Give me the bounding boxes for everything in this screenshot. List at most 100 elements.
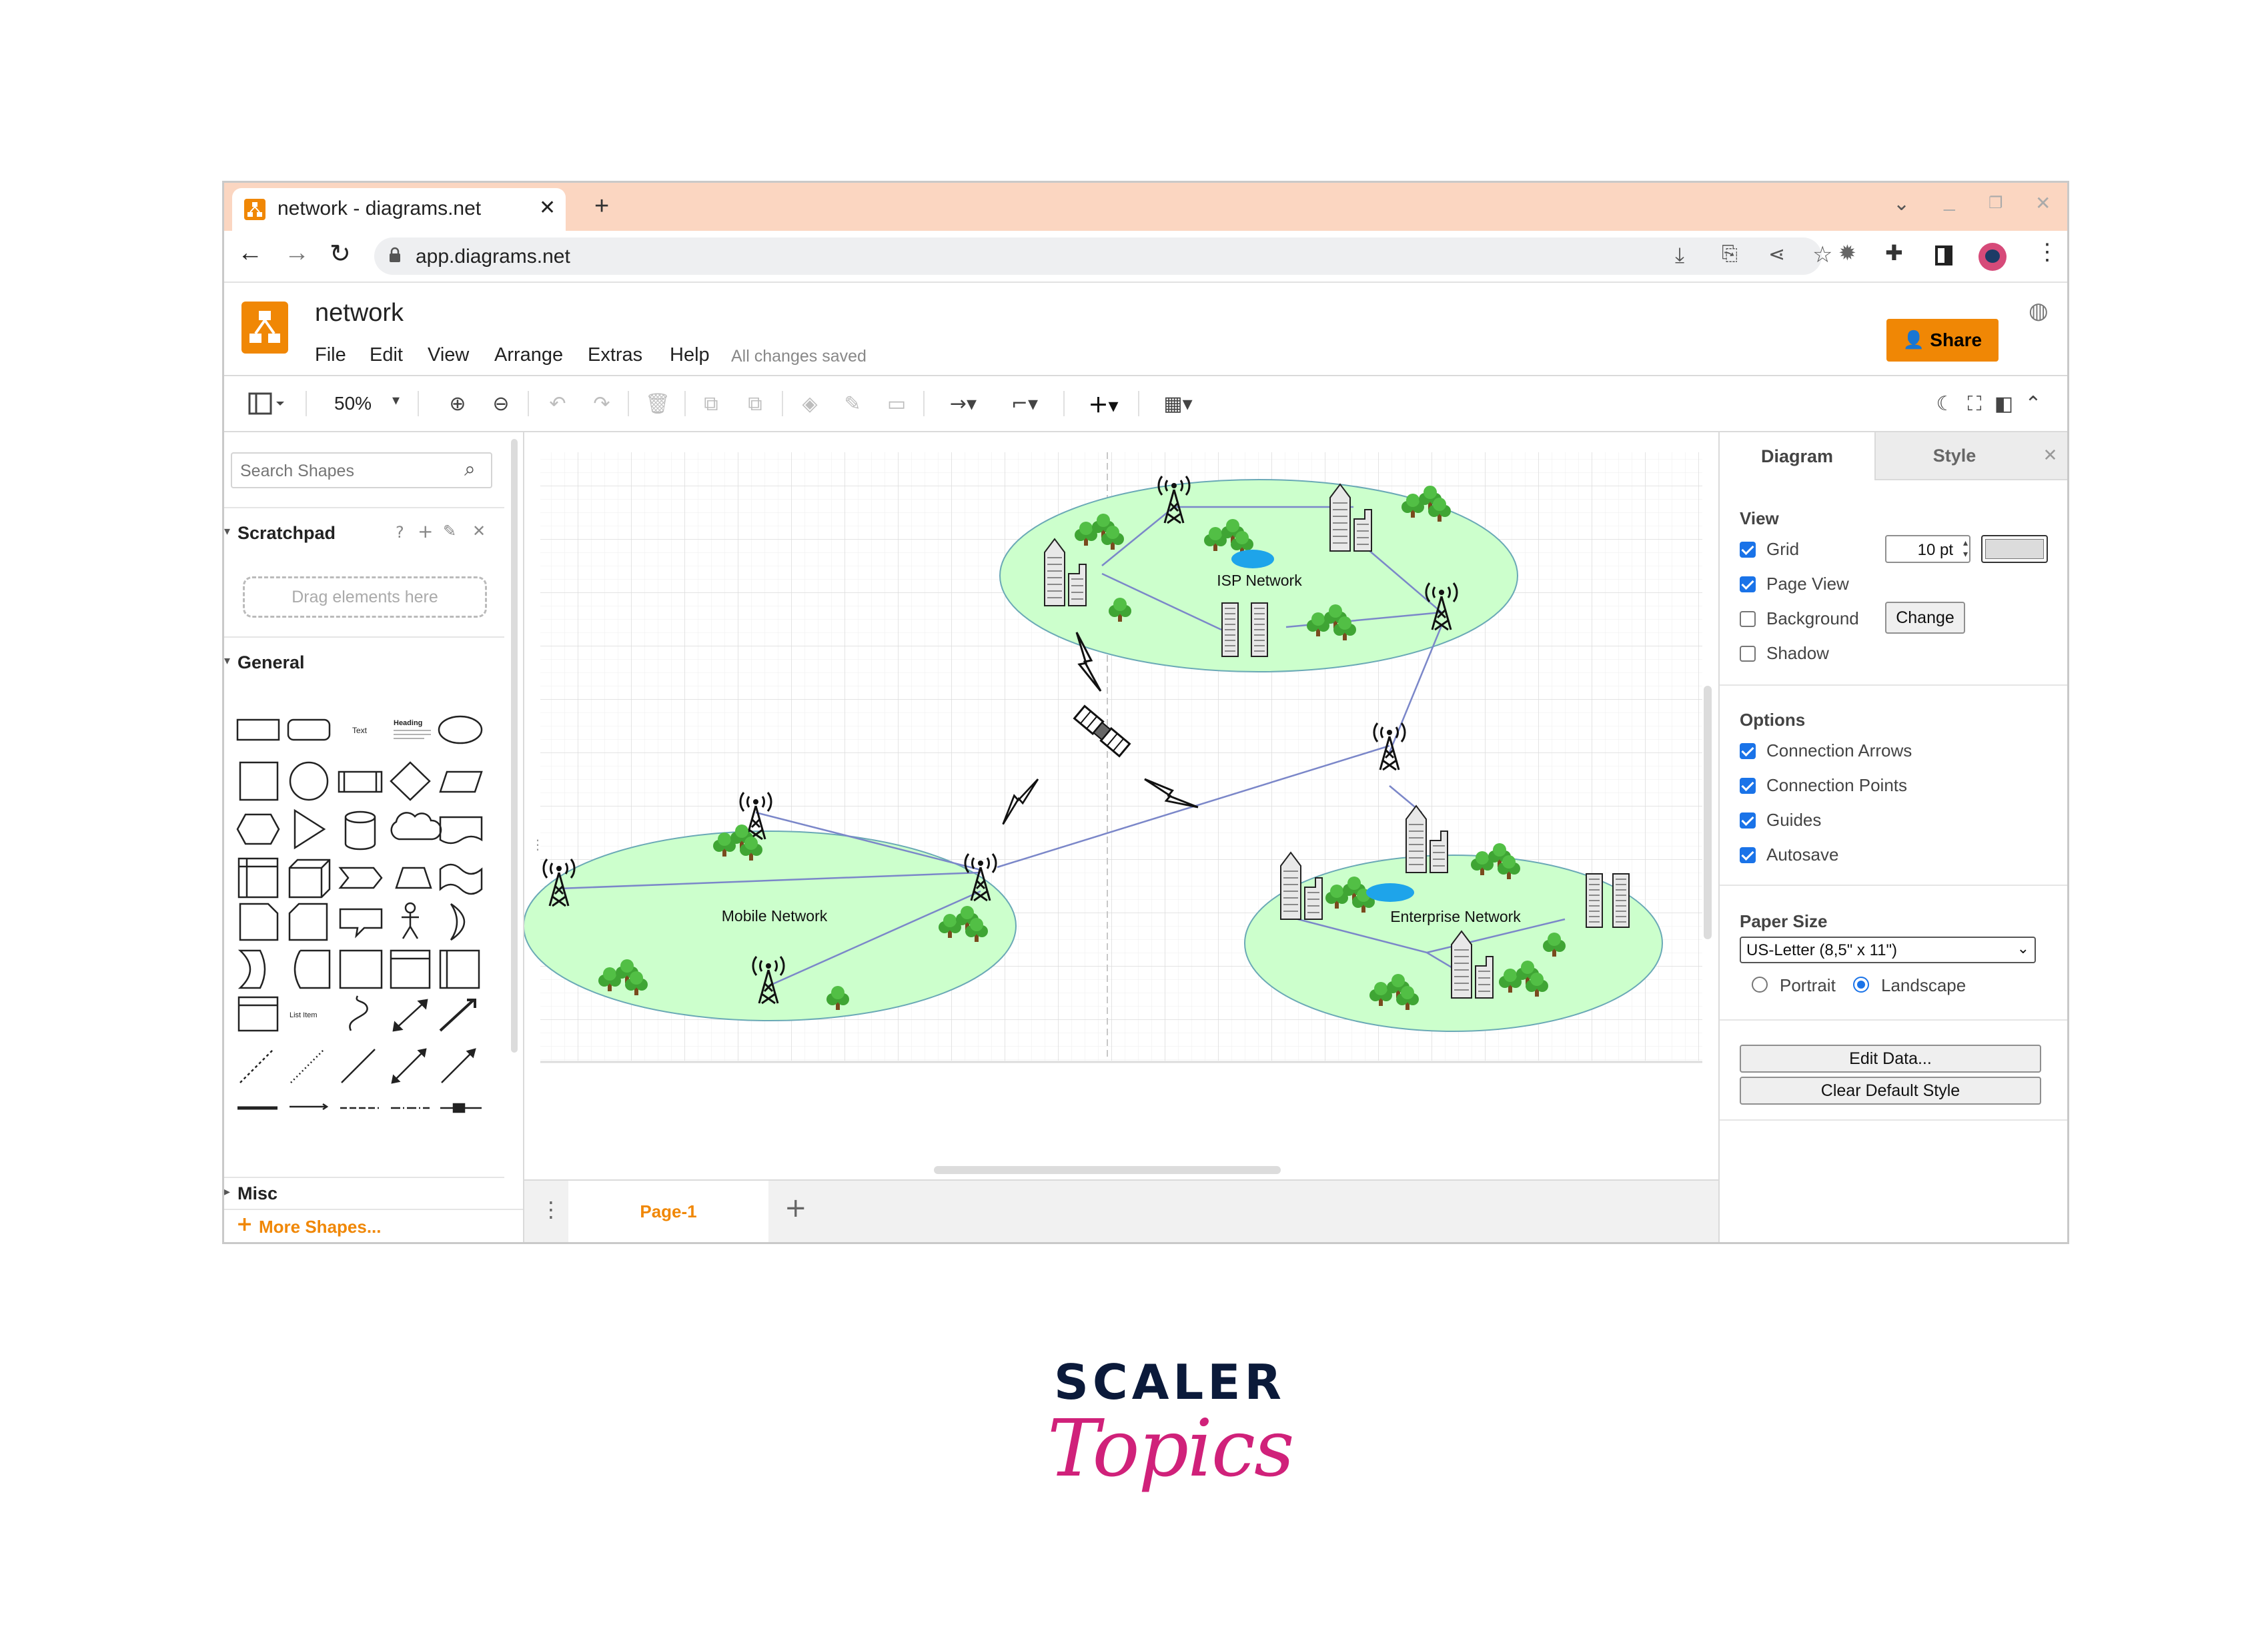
address-bar[interactable]: app.diagrams.net ⤓ ⎘ ⋖ ☆ (374, 237, 1832, 275)
canvas-vertical-scrollbar[interactable] (1704, 686, 1712, 939)
menu-file[interactable]: File (315, 344, 346, 366)
reload-icon[interactable]: ↻ (330, 240, 351, 268)
menu-help[interactable]: Help (670, 344, 710, 366)
paper-size-select[interactable]: US-Letter (8,5" x 11") ⌄ (1740, 937, 2036, 963)
panel-scrollbar[interactable] (511, 439, 518, 1053)
forward-icon[interactable]: → (284, 239, 310, 267)
format-panel-icon[interactable]: ◧ (1994, 392, 2014, 416)
back-icon[interactable]: ← (237, 239, 263, 267)
help-icon[interactable]: ? (396, 523, 404, 542)
grid-checkbox[interactable] (1740, 542, 1756, 558)
menu-extras[interactable]: Extras (588, 344, 643, 366)
grid-color-swatch[interactable] (1981, 535, 2048, 563)
general-shapes-grid[interactable]: Text Heading List Item (233, 702, 500, 1129)
zoom-in-icon[interactable]: ⊕ (449, 392, 466, 416)
insert-icon[interactable]: ＋▾ (1088, 394, 1119, 418)
search-icon[interactable]: ⌕ (464, 458, 476, 481)
stepper-icon[interactable]: ▴▾ (1962, 538, 1968, 560)
canvas-horizontal-scrollbar[interactable] (934, 1166, 1281, 1174)
zoom-level[interactable]: 50% (334, 393, 372, 414)
zoom-out-icon[interactable]: ⊖ (492, 392, 510, 416)
collapse-icon[interactable]: ⌃ (2025, 392, 2042, 416)
document-title[interactable]: network (315, 299, 404, 327)
menu-view[interactable]: View (428, 344, 470, 366)
connection-points-checkbox[interactable] (1740, 778, 1756, 794)
zoom-dropdown-icon[interactable]: ▾ (392, 392, 400, 409)
new-tab-icon[interactable]: + (594, 192, 610, 220)
edit-data-label: Edit Data... (1849, 1049, 1932, 1068)
page-icon[interactable]: ⎘ (1722, 243, 1738, 265)
close-icon[interactable]: ✕ (472, 522, 486, 540)
redo-icon[interactable]: ↷ (593, 392, 610, 416)
connection-icon[interactable]: →▾ (949, 392, 977, 416)
close-tab-icon[interactable]: ✕ (539, 197, 556, 219)
to-front-icon[interactable]: ⧉ (704, 392, 718, 416)
sidepanel-icon[interactable] (1935, 245, 1952, 265)
install-icon[interactable]: ⤓ (1675, 243, 1685, 267)
guides-checkbox[interactable] (1740, 812, 1756, 829)
globe-icon[interactable]: ◍ (2029, 298, 2049, 324)
shadow-icon[interactable]: ▭ (887, 392, 907, 416)
scratchpad-dropzone[interactable]: Drag elements here (243, 576, 487, 618)
change-button[interactable]: Change (1885, 602, 1965, 634)
share-button[interactable]: 👤 Share (1886, 319, 1999, 362)
close-window-icon[interactable]: ✕ (2035, 193, 2051, 213)
tab-search-icon[interactable]: ⌄ (1893, 193, 1910, 215)
more-shapes-link[interactable]: More Shapes... (259, 1217, 382, 1237)
extensions-icon[interactable]: ✚ (1885, 241, 1903, 265)
minimize-icon[interactable]: _ (1944, 189, 1955, 211)
undo-icon[interactable]: ↶ (549, 392, 566, 416)
fill-color-icon[interactable]: ◈ (802, 392, 818, 416)
to-back-icon[interactable]: ⧉ (748, 392, 762, 416)
restore-icon[interactable]: ❐ (1989, 194, 2003, 212)
splitter-handle[interactable]: ⋮ (531, 837, 544, 853)
edit-data-button[interactable]: Edit Data... (1740, 1045, 2041, 1073)
tab-page-1[interactable]: Page-1 (568, 1181, 768, 1242)
add-icon[interactable]: + (418, 520, 434, 542)
portrait-radio[interactable] (1752, 977, 1768, 993)
edit-icon[interactable]: ✎ (443, 522, 457, 540)
format-panel: Diagram Style ✕ View Grid 10 pt ▴▾ Page … (1718, 432, 2067, 1242)
bug-icon[interactable]: ✹ (1838, 241, 1856, 265)
dark-mode-icon[interactable]: ☾ (1936, 392, 1954, 416)
tab-style[interactable]: Style (1874, 432, 2033, 480)
connection-arrows-checkbox[interactable] (1740, 743, 1756, 759)
step-shape (338, 867, 383, 889)
share-icon[interactable]: ⋖ (1768, 243, 1786, 265)
diagram-drawing[interactable]: ISP Network Mobile Network (524, 432, 1718, 1179)
shape-search[interactable]: ⌕ (231, 452, 492, 488)
menu-arrange[interactable]: Arrange (494, 344, 564, 366)
profile-avatar[interactable] (1978, 243, 2007, 271)
lake-icon (1366, 883, 1414, 902)
search-input[interactable] (239, 459, 455, 483)
clear-default-style-button[interactable]: Clear Default Style (1740, 1077, 2041, 1105)
pages-menu-icon[interactable]: ⋮ (540, 1197, 562, 1222)
table-icon[interactable]: ▦▾ (1163, 392, 1193, 416)
format-panel-toggle-icon[interactable] (244, 391, 291, 416)
shadow-checkbox[interactable] (1740, 646, 1756, 662)
browser-tab[interactable]: network - diagrams.net ✕ (232, 188, 566, 231)
building-icon (1586, 873, 1603, 928)
tab-diagram[interactable]: Diagram (1720, 432, 1874, 480)
container-shape (339, 949, 383, 989)
stored-data-shape (294, 949, 331, 989)
add-page-icon[interactable]: + (784, 1193, 807, 1223)
diagram-canvas[interactable]: ISP Network Mobile Network (524, 432, 1718, 1179)
line-color-icon[interactable]: ✎ (844, 392, 861, 416)
scratchpad-title[interactable]: Scratchpad (237, 523, 336, 543)
misc-title[interactable]: Misc (237, 1183, 278, 1203)
close-panel-icon[interactable]: ✕ (2032, 432, 2067, 480)
general-title[interactable]: General (237, 652, 305, 672)
tape-shape (439, 863, 483, 895)
fullscreen-icon[interactable]: ⛶ (1967, 392, 1982, 416)
background-checkbox[interactable] (1740, 611, 1756, 627)
delete-icon[interactable]: 🗑 (644, 392, 671, 416)
landscape-radio[interactable] (1853, 977, 1869, 993)
waypoints-icon[interactable]: ⌐▾ (1011, 392, 1039, 416)
menu-edit[interactable]: Edit (370, 344, 403, 366)
autosave-checkbox[interactable] (1740, 847, 1756, 863)
grid-size-input[interactable]: 10 pt ▴▾ (1885, 535, 1970, 563)
star-icon[interactable]: ☆ (1812, 242, 1833, 267)
page-view-checkbox[interactable] (1740, 576, 1756, 592)
more-icon[interactable]: ⋮ (2036, 239, 2059, 265)
